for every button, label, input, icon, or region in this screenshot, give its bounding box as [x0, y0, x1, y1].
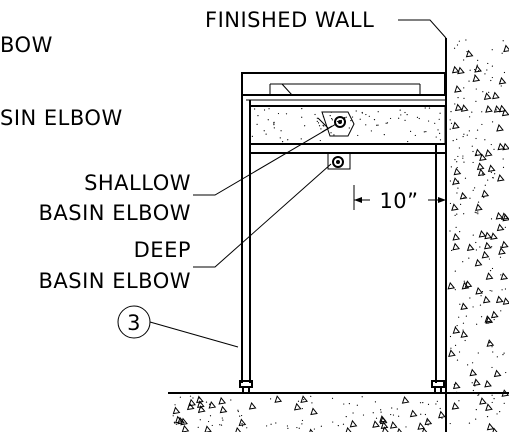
left-foot: [239, 380, 253, 388]
callout-3-number: 3: [127, 311, 141, 335]
shallow-leader: [193, 123, 337, 196]
fixture-frame: [239, 72, 446, 393]
deep-leader: [193, 163, 332, 268]
floor-concrete-hatch: [172, 395, 446, 432]
shallow-label-line1: SHALLOW: [84, 171, 191, 195]
dimension-10in: [353, 185, 446, 210]
shallow-label-line2: BASIN ELBOW: [39, 201, 191, 225]
wall-concrete-specks: [447, 39, 509, 432]
deep-basin-elbow: [327, 152, 351, 170]
right-foot: [431, 380, 445, 388]
sink-lip: [269, 83, 421, 95]
elbow-label-partial: BOW: [0, 33, 53, 57]
deep-label-line1: DEEP: [134, 238, 191, 262]
finished-wall-leader: [398, 19, 447, 39]
callout-3-circle: [117, 305, 151, 339]
deep-label-line2: BASIN ELBOW: [39, 269, 191, 293]
finished-wall-label: FINISHED WALL: [205, 8, 374, 32]
basin-elbow-label-partial: SIN ELBOW: [0, 106, 123, 130]
callout-3-leader: [149, 321, 239, 348]
dimension-label: 10”: [379, 189, 418, 213]
